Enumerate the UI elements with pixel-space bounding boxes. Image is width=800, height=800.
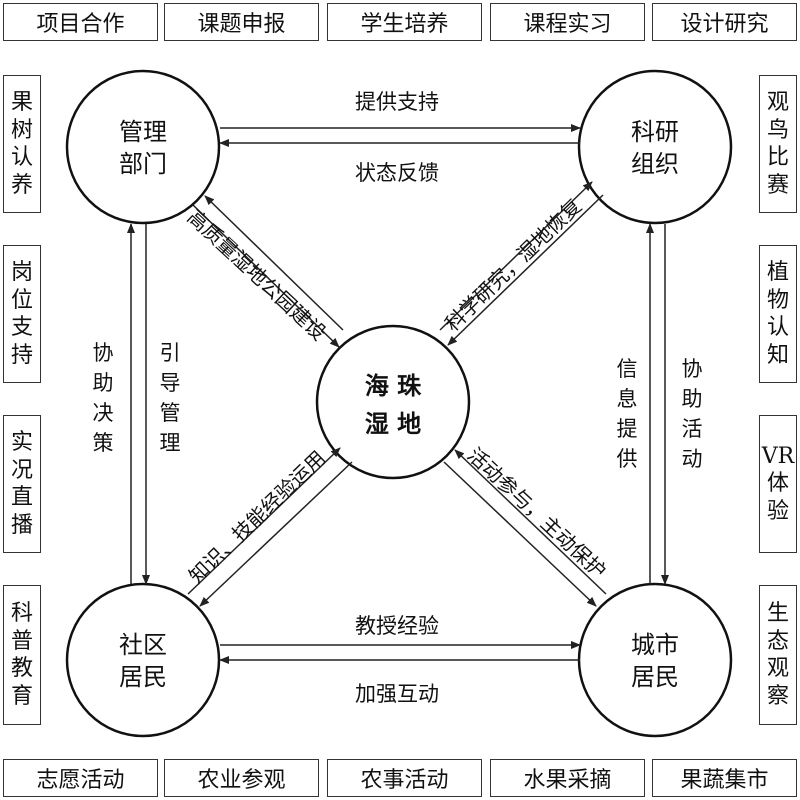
bottom-box-volunteer: 志愿活动 [3, 759, 158, 797]
arrow-diag-bl-in [187, 447, 341, 595]
top-box-student-training: 学生培养 [327, 3, 482, 41]
arrow-diag-br-out [454, 449, 607, 595]
left-box-live-stream: 实况直播 [3, 415, 41, 553]
left-box-fruit-tree-adoption: 果树认养 [3, 75, 41, 213]
label-diag-tl: 高质量湿地公园建设 [183, 205, 331, 345]
bottom-box-farming: 农事活动 [327, 759, 482, 797]
label-bottom-back: 加强互动 [355, 682, 439, 706]
arrow-diag-br-in [443, 461, 597, 607]
bottom-box-fruit-picking: 水果采摘 [490, 759, 645, 797]
left-box-science-education: 科普教育 [3, 585, 41, 725]
bottom-box-produce-market: 果蔬集市 [652, 759, 797, 797]
label-right-left: 信息提供 [617, 357, 638, 471]
node-research-line1: 科研 [631, 118, 679, 146]
node-community: 社区 居民 [65, 582, 221, 738]
node-community-line2: 居民 [119, 663, 167, 691]
label-diag-tr: 科学研究，湿地恢复 [440, 194, 586, 336]
node-management-line1: 管理 [119, 118, 167, 146]
arrow-diag-tl-in [192, 204, 340, 348]
node-research-line2: 组织 [631, 150, 679, 178]
top-box-design-research: 设计研究 [652, 3, 797, 41]
node-management: 管理 部门 [65, 69, 221, 225]
bottom-box-agri-visit: 农业参观 [164, 759, 319, 797]
arrow-diag-tl-out [204, 195, 344, 331]
label-top-back: 状态反馈 [355, 161, 439, 185]
right-box-plant-recognition: 植物认知 [759, 245, 797, 383]
top-box-project-cooperation: 项目合作 [3, 3, 158, 41]
right-box-ecology-observation: 生态观察 [759, 585, 797, 725]
node-community-line1: 社区 [119, 631, 167, 659]
arrow-diag-bl-out [199, 461, 353, 607]
top-box-course-internship: 课程实习 [490, 3, 645, 41]
node-center-line2: 湿 地 [365, 409, 421, 438]
node-center-wetland: 海 珠 湿 地 [315, 324, 471, 480]
label-top-forward: 提供支持 [355, 90, 439, 114]
label-left-down: 引导管理 [160, 341, 181, 455]
label-left-up: 协助决策 [93, 341, 114, 455]
node-urban-line1: 城市 [631, 631, 679, 659]
node-urban: 城市 居民 [577, 582, 733, 738]
node-research: 科研 组织 [577, 69, 733, 225]
left-box-job-support: 岗位支持 [3, 245, 41, 383]
label-diag-bl: 知识、技能经验运用 [184, 446, 330, 588]
arrow-diag-tr-in [447, 194, 604, 346]
top-box-topic-application: 课题申报 [164, 3, 319, 41]
node-center-line1: 海 珠 [365, 371, 422, 400]
arrow-diag-tr-out [439, 181, 593, 331]
label-right-right: 协助活动 [682, 357, 703, 471]
right-box-bird-watching: 观鸟比赛 [759, 75, 797, 213]
node-urban-line2: 居民 [631, 663, 679, 691]
node-management-line2: 部门 [119, 150, 167, 178]
label-diag-br: 活动参与，主动保护 [463, 443, 611, 583]
label-bottom-forward: 教授经验 [355, 614, 439, 638]
